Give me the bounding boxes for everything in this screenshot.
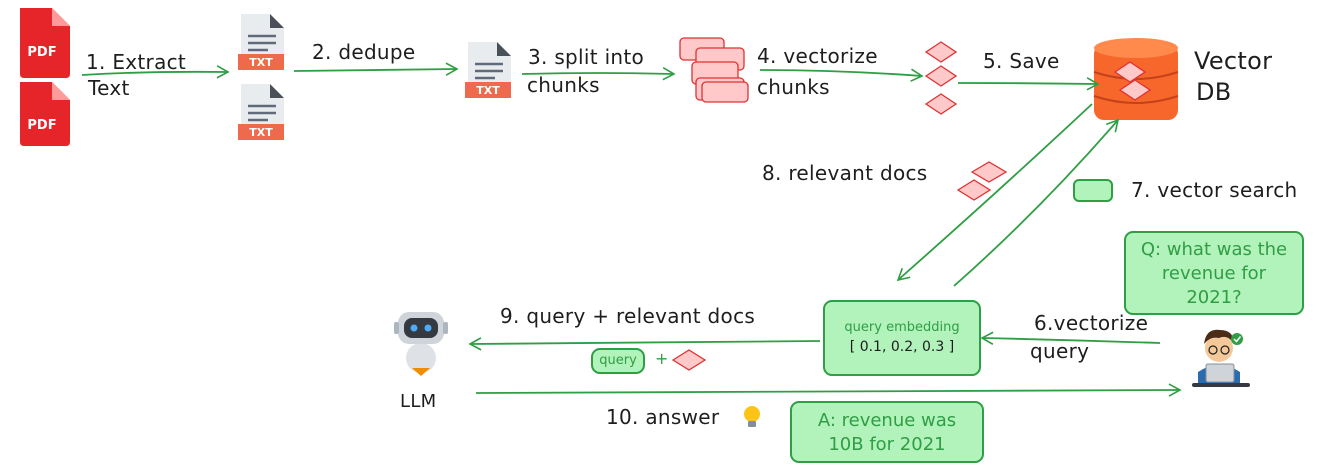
pdf-file-icon: PDF: [20, 8, 70, 78]
txt-label: TXT: [476, 84, 500, 97]
step-4-label-line2: chunks: [757, 75, 830, 99]
step-10-label: 10. answer: [606, 405, 720, 429]
txt-label: TXT: [249, 126, 273, 139]
answer-box-line1: A: revenue was: [817, 410, 957, 431]
step-7-label: 7. vector search: [1131, 178, 1298, 202]
vectorize-arrow: [759, 68, 924, 82]
step-1-label-line2: Text: [88, 76, 130, 100]
txt-file-icon: TXT: [238, 14, 284, 70]
user-question-line1: Q: what was the: [1140, 239, 1288, 260]
extract-arrow: [81, 65, 230, 79]
answer-arrow: [475, 383, 1182, 397]
step-2-label: 2. dedupe: [312, 40, 416, 64]
vector-diamonds-icon: [924, 41, 958, 115]
user-at-laptop-icon: [1192, 329, 1250, 387]
step-1-label: 1. Extract: [86, 50, 187, 74]
chunks-stack-icon: [679, 37, 749, 103]
vector-db-label-line2: DB: [1196, 78, 1232, 106]
llm-label: LLM: [400, 391, 437, 412]
answer-box-line2: 10B for 2021: [828, 434, 946, 455]
step-6-label: 6.vectorize: [1034, 311, 1149, 335]
query-chip: query: [591, 348, 645, 374]
step-9-label: 9. query + relevant docs: [500, 304, 756, 328]
step-6-label-line2: query: [1030, 339, 1090, 363]
user-question-box: Q: what was the revenue for 2021?: [1124, 231, 1304, 315]
relevant-docs-icon: [956, 161, 1008, 201]
step-8-label: 8. relevant docs: [762, 161, 928, 185]
step-3-label: 3. split into: [528, 45, 645, 69]
database-icon: [1093, 38, 1179, 120]
query-embedding-title: query embedding: [844, 320, 960, 335]
query-to-llm-arrow: [468, 337, 821, 351]
vector-search-arrow: [953, 118, 1120, 287]
deduped-txt-file-icon: TXT: [465, 42, 511, 98]
split-arrow: [521, 67, 676, 81]
txt-label: TXT: [249, 56, 273, 69]
user-question-line2: revenue for: [1161, 263, 1267, 284]
pdf-file-icon: PDF: [20, 82, 70, 146]
txt-file-icon: TXT: [238, 84, 284, 140]
robot-icon: [394, 312, 448, 376]
step-4-label: 4. vectorize: [757, 44, 878, 68]
pdf-label: PDF: [27, 45, 56, 60]
answer-box: A: revenue was 10B for 2021: [790, 401, 984, 463]
save-arrow: [957, 77, 1100, 91]
relevant-doc-chip-icon: [671, 349, 707, 371]
pdf-label: PDF: [27, 118, 56, 133]
vector-db-label: Vector: [1194, 47, 1273, 75]
relevant-docs-arrow: [896, 103, 1093, 282]
vectorize-query-arrow: [980, 331, 1161, 345]
query-chip-plus: +: [655, 349, 669, 368]
query-embedding-box: query embedding [ 0.1, 0.2, 0.3 ]: [823, 300, 981, 376]
query-embedding-values: [ 0.1, 0.2, 0.3 ]: [849, 339, 955, 355]
step-3-label-line2: chunks: [527, 73, 600, 97]
user-question-line3: 2021?: [1186, 287, 1242, 308]
lightbulb-icon: [744, 406, 760, 427]
dedupe-arrow: [293, 62, 459, 76]
step-5-label: 5. Save: [983, 49, 1060, 73]
vector-search-legend-swatch: [1073, 179, 1113, 202]
